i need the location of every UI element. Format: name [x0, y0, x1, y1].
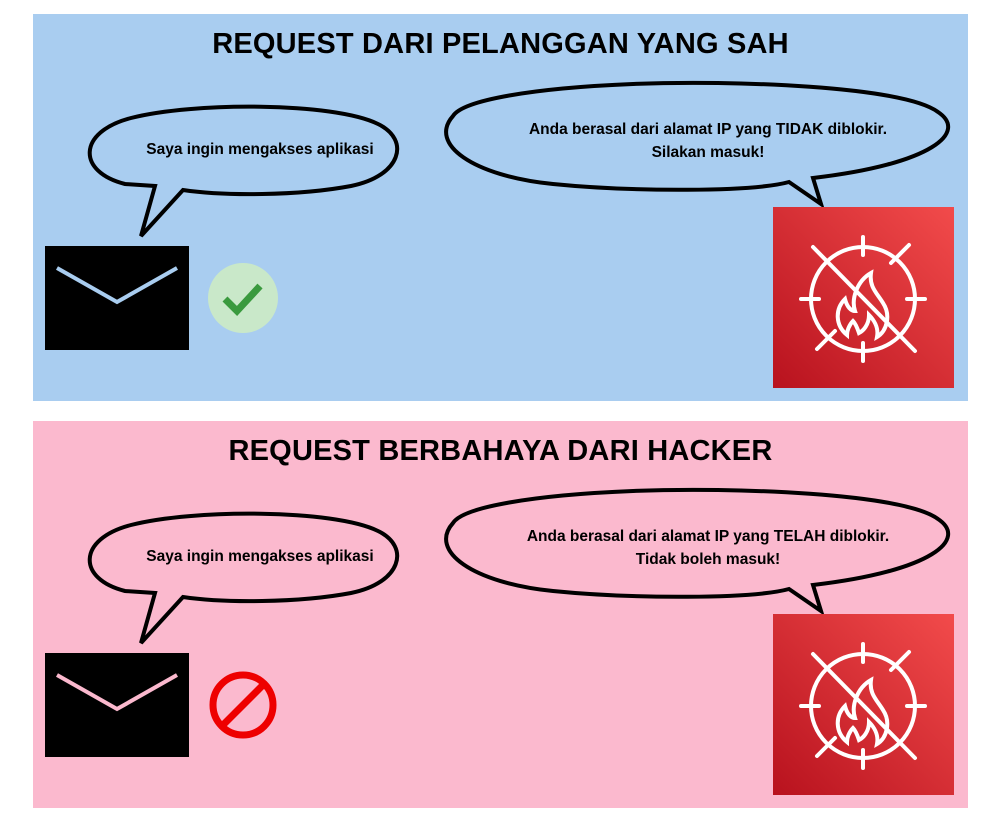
check-icon — [208, 263, 278, 333]
firewall-icon — [773, 614, 954, 795]
firewall-message-line2: Silakan masuk! — [651, 144, 765, 161]
legit-request-panel: REQUEST DARI PELANGGAN YANG SAH Saya ing… — [33, 14, 968, 401]
panel-title: REQUEST BERBAHAYA DARI HACKER — [228, 435, 773, 467]
firewall-message-line2: Tidak boleh masuk! — [635, 551, 781, 568]
client-speech-bubble — [87, 104, 400, 238]
firewall-icon — [773, 207, 954, 388]
firewall-message: Anda berasal dari alamat IP yang TELAH d… — [443, 525, 973, 571]
speech-bubbles — [87, 80, 951, 238]
speech-bubbles — [87, 487, 951, 645]
malicious-request-panel: REQUEST BERBAHAYA DARI HACKER Saya ingin… — [33, 421, 968, 808]
envelope-icon — [45, 653, 189, 757]
panel-title: REQUEST DARI PELANGGAN YANG SAH — [212, 28, 789, 60]
firewall-message-line1: Anda berasal dari alamat IP yang TELAH d… — [526, 528, 890, 545]
client-message: Saya ingin mengakses aplikasi — [146, 548, 374, 565]
prohibited-icon — [209, 671, 277, 739]
firewall-message-line1: Anda berasal dari alamat IP yang TIDAK d… — [528, 121, 888, 138]
envelope-icon — [45, 246, 189, 350]
client-message: Saya ingin mengakses aplikasi — [146, 141, 374, 158]
firewall-message: Anda berasal dari alamat IP yang TIDAK d… — [443, 118, 973, 164]
firewall-speech-bubble — [444, 80, 951, 209]
firewall-speech-bubble — [444, 487, 951, 616]
client-speech-bubble — [87, 511, 400, 645]
